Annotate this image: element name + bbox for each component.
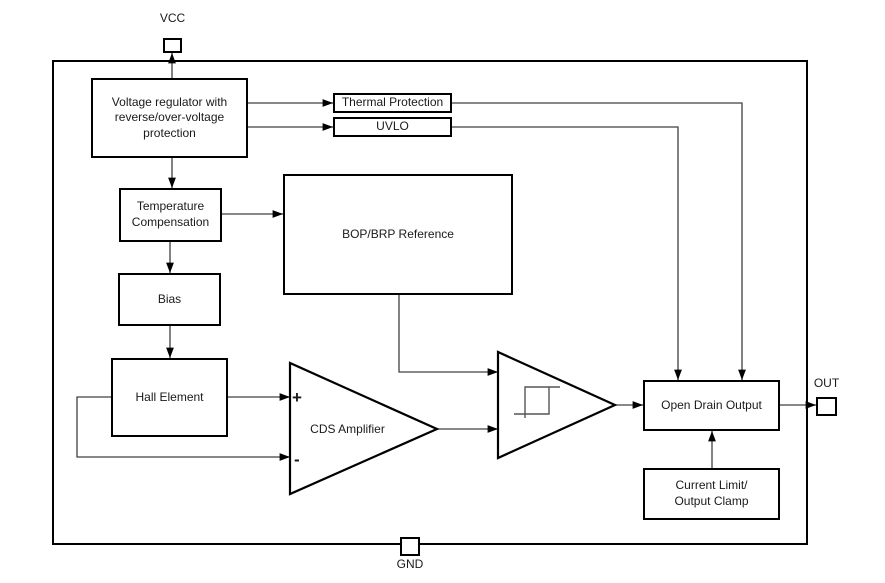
out-pin [816, 397, 837, 416]
temperature-compensation-block: Temperature Compensation [119, 188, 222, 242]
minus-input-label: - [294, 450, 300, 469]
wire-bop-to-schmitt [398, 295, 498, 376]
cds-amplifier-triangle [288, 361, 440, 496]
thermal-protection-block: Thermal Protection [333, 93, 452, 113]
gnd-pin-label: GND [396, 557, 424, 571]
vcc-pin [163, 38, 182, 53]
wire-hall-to-minus [76, 396, 290, 461]
voltage-regulator-block: Voltage regulator with reverse/over-volt… [91, 78, 248, 158]
vcc-pin-label: VCC [159, 11, 186, 25]
schmitt-trigger-triangle [496, 350, 618, 460]
hysteresis-icon [514, 386, 560, 418]
bop-brp-reference-block: BOP/BRP Reference [283, 174, 513, 295]
open-drain-output-block: Open Drain Output [643, 380, 780, 431]
gnd-pin [400, 537, 420, 556]
current-limit-output-clamp-block: Current Limit/ Output Clamp [643, 468, 780, 520]
out-pin-label: OUT [813, 376, 840, 390]
chip-boundary [52, 60, 808, 545]
wire-uvlo-to-opendrain [452, 126, 682, 380]
hall-element-block: Hall Element [111, 358, 228, 437]
plus-input-label: + [292, 388, 302, 407]
uvlo-block: UVLO [333, 117, 452, 137]
wire-thermal-to-opendrain [452, 102, 746, 380]
bias-block: Bias [118, 273, 221, 326]
